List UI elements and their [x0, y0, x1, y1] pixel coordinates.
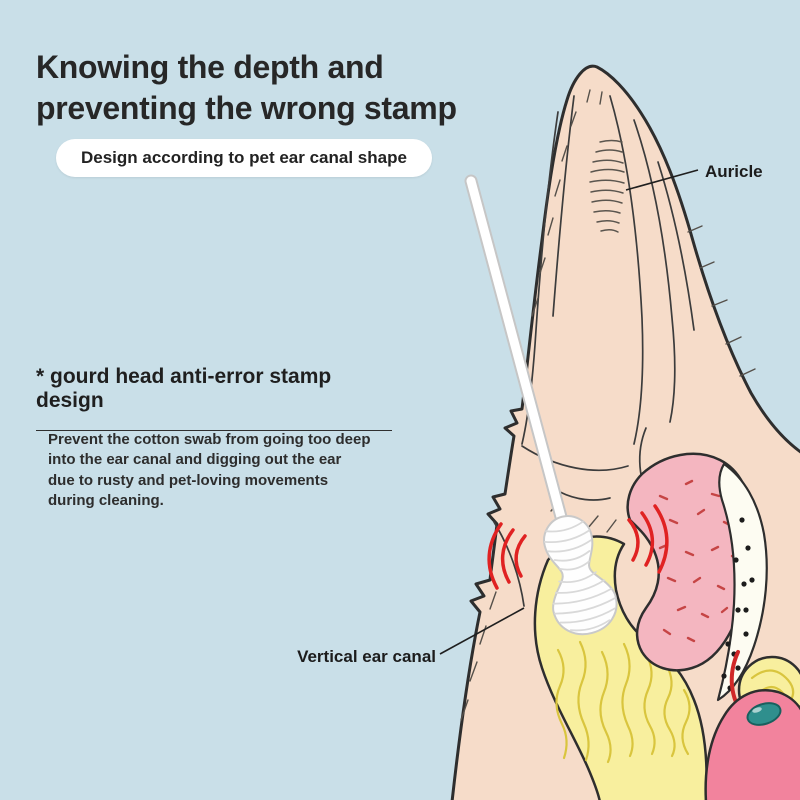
yellow-texture-squiggles	[555, 640, 691, 764]
auricle-hatched-patch	[589, 139, 625, 233]
design-badge: Design according to pet ear canal shape	[56, 139, 432, 177]
feature-description: Prevent the cotton swab from going too d…	[48, 431, 371, 509]
cotton-swab	[464, 174, 618, 636]
auricle-leader-line	[625, 169, 699, 191]
gourd-head	[543, 515, 618, 636]
bone-strip	[716, 462, 768, 702]
vibration-marks	[487, 504, 669, 590]
vertical-ear-canal-label: Vertical ear canal	[297, 647, 436, 666]
auricle-label: Auricle	[705, 162, 763, 181]
page-title: Knowing the depth and preventing the wro…	[36, 47, 457, 129]
vertical-ear-canal-annotation: Vertical ear canal	[297, 607, 525, 666]
page-title-line1: Knowing the depth and	[36, 49, 384, 86]
gourd-head-ridges	[543, 520, 616, 632]
page-title-line2: preventing the wrong stamp	[36, 90, 457, 127]
fingernail-highlight	[752, 707, 762, 713]
vertical-ear-canal-leader-line	[439, 607, 525, 655]
fingertip	[704, 689, 800, 800]
auricle-annotation: Auricle	[625, 162, 763, 191]
feature-title: * gourd head anti-error stamp design	[36, 365, 392, 431]
